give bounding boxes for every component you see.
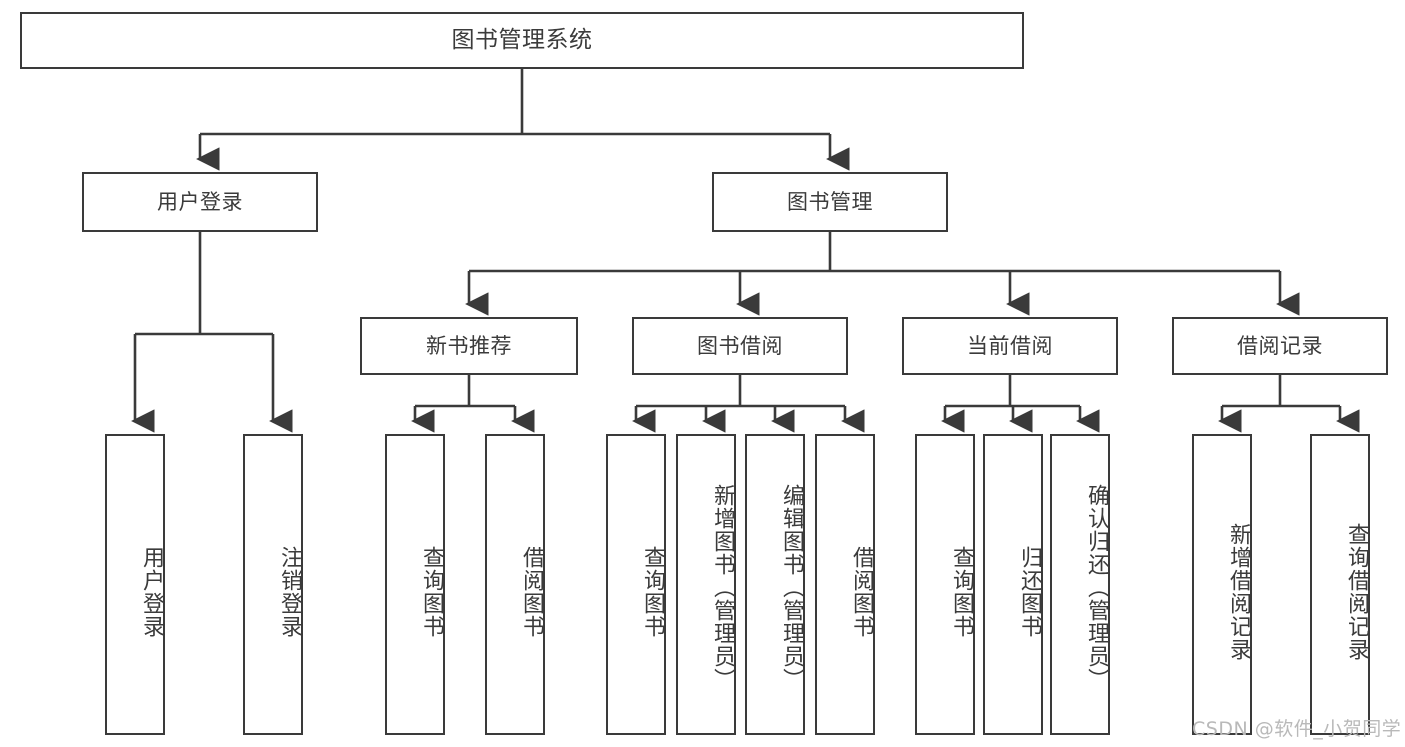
leaf-node-query-book-3[interactable]: 查询图书 xyxy=(915,434,975,735)
leaf-node-query-book-2[interactable]: 查询图书 xyxy=(606,434,666,735)
node-book-borrow[interactable]: 图书借阅 xyxy=(632,317,848,375)
leaf-node-edit-book[interactable]: 编辑图书（管理员） xyxy=(745,434,805,735)
leaf-node-add-record[interactable]: 新增借阅记录 xyxy=(1192,434,1252,735)
node-label: 用户登录 xyxy=(157,189,243,214)
leaf-node-borrow-book-1[interactable]: 借阅图书 xyxy=(485,434,545,735)
node-label: 图书管理 xyxy=(787,189,873,214)
leaf-node-query-record[interactable]: 查询借阅记录 xyxy=(1310,434,1370,735)
node-label: 图书管理系统 xyxy=(451,26,593,53)
node-new-book-recommend[interactable]: 新书推荐 xyxy=(360,317,578,375)
watermark-text: CSDN @软件_小贺同学 xyxy=(1192,718,1402,740)
node-label: 当前借阅 xyxy=(967,333,1053,358)
leaf-node-user-login[interactable]: 用户登录 xyxy=(105,434,165,735)
leaf-node-borrow-book-2[interactable]: 借阅图书 xyxy=(815,434,875,735)
node-label: 图书借阅 xyxy=(697,333,783,358)
node-user-login[interactable]: 用户登录 xyxy=(82,172,318,232)
node-root[interactable]: 图书管理系统 xyxy=(20,12,1024,69)
node-label: 借阅记录 xyxy=(1237,333,1323,358)
node-current-borrow[interactable]: 当前借阅 xyxy=(902,317,1118,375)
leaf-node-add-book[interactable]: 新增图书（管理员） xyxy=(676,434,736,735)
leaf-node-confirm-return[interactable]: 确认归还（管理员） xyxy=(1050,434,1110,735)
node-label: 新书推荐 xyxy=(426,333,512,358)
node-book-manage[interactable]: 图书管理 xyxy=(712,172,948,232)
node-borrow-record[interactable]: 借阅记录 xyxy=(1172,317,1388,375)
leaf-node-return-book[interactable]: 归还图书 xyxy=(983,434,1043,735)
leaf-node-query-book-1[interactable]: 查询图书 xyxy=(385,434,445,735)
leaf-node-logout[interactable]: 注销登录 xyxy=(243,434,303,735)
